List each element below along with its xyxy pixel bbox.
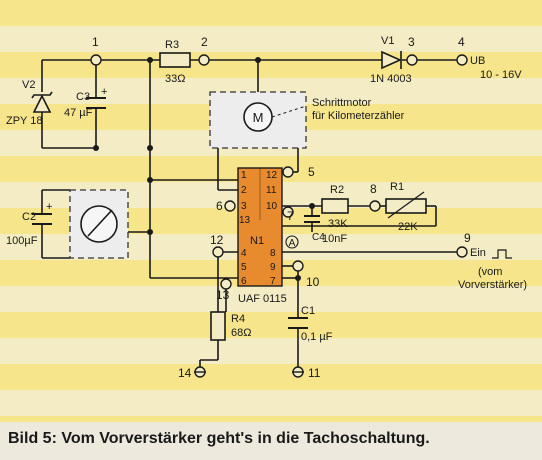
c2-ref: C2 [22, 211, 36, 223]
ic-pin-2: 2 [241, 185, 247, 196]
c3-value: 47 µF [64, 107, 93, 119]
junction-dots [93, 57, 315, 281]
supply-range: 10 - 16V [480, 69, 522, 81]
ic-pin-8: 8 [270, 248, 276, 259]
motor-label-2: für Kilometerzähler [312, 110, 405, 122]
node-8: 8 [370, 182, 377, 196]
ic-pin-3: 3 [241, 201, 247, 212]
r3-ref: R3 [165, 39, 179, 51]
node-2: 2 [201, 35, 208, 49]
c4-ref: C4 [312, 232, 325, 243]
node-10: 10 [306, 275, 320, 289]
c2-plus: + [46, 201, 52, 213]
figure-caption: Bild 5: Vom Vorverstärker geht's in die … [8, 430, 430, 447]
resistor-r3 [159, 52, 191, 68]
circuit-schematic: M Schrittmotor für Kilometerzähler R3 33… [0, 0, 542, 422]
node-11: 11 [308, 366, 321, 380]
node-14: 14 [178, 366, 192, 380]
resistor-r2 [321, 198, 349, 214]
marker-a [285, 235, 299, 249]
supply-label: UB [470, 55, 485, 67]
node-numbers: 1 2 3 4 5 6 7 8 9 10 11 12 13 14 [92, 35, 471, 380]
node-12: 12 [210, 233, 224, 247]
potentiometer-r1 [385, 198, 427, 214]
node-13: 13 [216, 288, 230, 302]
input-note-1: (vom [478, 266, 502, 278]
r2-ref: R2 [330, 184, 344, 196]
motor-letter: M [253, 110, 264, 125]
r1-value: 22K [398, 221, 418, 233]
c2-value: 100µF [6, 235, 38, 247]
ic-pin-11: 11 [266, 185, 277, 196]
node-3: 3 [408, 35, 415, 49]
r4-ref: R4 [231, 313, 245, 325]
capacitor-c3 [86, 97, 106, 109]
c1-value: 0,1 µF [301, 331, 333, 343]
node-7: 7 [287, 209, 294, 223]
c3-plus: + [101, 86, 107, 98]
diode-v1 [381, 50, 402, 70]
input-label: Ein [470, 247, 486, 259]
resistor-r4 [210, 311, 226, 341]
ic-pin-13: 13 [239, 215, 251, 226]
ic-pin-numbers-left: 1 2 3 13 4 5 6 [239, 170, 251, 287]
node-5: 5 [308, 165, 315, 179]
ic-pin-7: 7 [270, 276, 276, 287]
marker-a-letter: A [289, 238, 296, 249]
input-note-2: Vorverstärker) [458, 279, 527, 291]
ic-pin-4: 4 [241, 248, 247, 259]
v2-ref: V2 [22, 79, 35, 91]
capacitor-c1 [288, 317, 308, 329]
ic-pin-numbers-right: 12 11 10 8 9 7 [266, 170, 278, 287]
v1-value: 1N 4003 [370, 73, 412, 85]
node-9: 9 [464, 231, 471, 245]
node-6: 6 [216, 199, 223, 213]
ic-type: UAF 0115 [238, 293, 287, 305]
capacitor-c4 [304, 215, 320, 223]
node-4: 4 [458, 35, 465, 49]
ic-pin-10: 10 [266, 201, 278, 212]
ic-pin-1: 1 [241, 170, 247, 181]
capacitor-c2 [32, 213, 52, 225]
pulse-icon [492, 249, 512, 259]
ic-pin-5: 5 [241, 262, 247, 273]
motor-label-1: Schrittmotor [312, 97, 372, 109]
ic-ref: N1 [250, 235, 264, 247]
ic-pin-6: 6 [241, 276, 247, 287]
r2-value: 33K [328, 218, 348, 230]
r4-value: 68Ω [231, 327, 251, 339]
c1-ref: C1 [301, 305, 315, 317]
caption-bar: Bild 5: Vom Vorverstärker geht's in die … [0, 422, 542, 460]
zener-v2 [31, 91, 53, 113]
node-1: 1 [92, 35, 99, 49]
v2-value: ZPY 18 [6, 115, 43, 127]
c3-ref: C3 [76, 91, 90, 103]
v1-ref: V1 [381, 35, 394, 47]
ic-pin-9: 9 [270, 262, 276, 273]
r1-ref: R1 [390, 181, 404, 193]
ic-pin-12: 12 [266, 170, 278, 181]
r3-value: 33Ω [165, 73, 185, 85]
c4-value: 10nF [322, 233, 347, 245]
